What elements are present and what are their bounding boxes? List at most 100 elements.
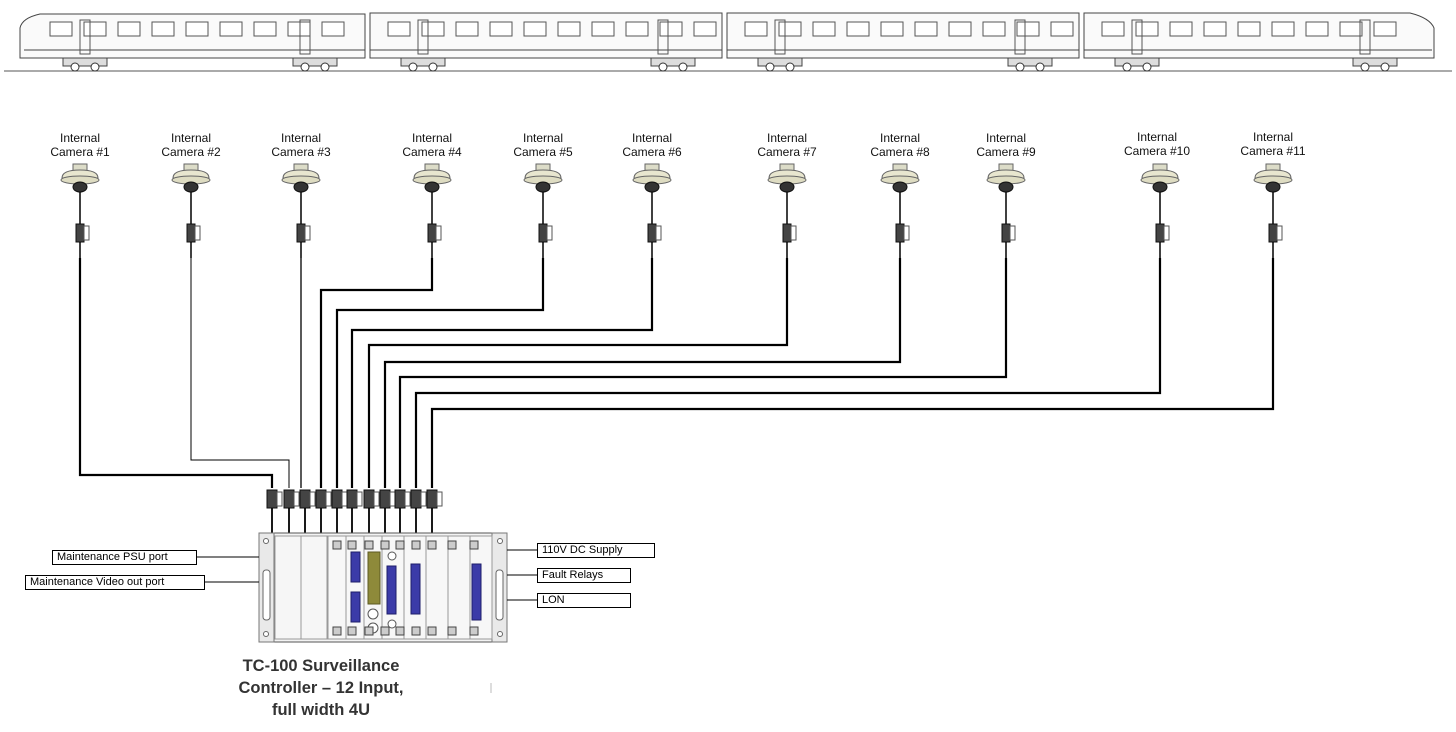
bnc-socket <box>364 626 374 636</box>
bnc-socket <box>411 540 421 550</box>
train-window <box>421 21 445 37</box>
bnc-socket <box>469 540 479 550</box>
connector-label-tag <box>404 491 411 507</box>
camera-label-4: Internal Camera #4 <box>372 131 492 159</box>
port-leader-lines <box>197 549 537 601</box>
train-window <box>744 21 768 37</box>
train-wheel <box>1380 62 1390 72</box>
train-window <box>321 21 345 37</box>
camera-label-line1: Internal <box>170 131 212 145</box>
train-wheel <box>1015 62 1025 72</box>
video-cable-6 <box>350 258 654 488</box>
camera-label-line1: Internal <box>411 131 453 145</box>
camera-lens <box>779 181 795 193</box>
camera-lens <box>183 181 199 193</box>
connector-label-tag <box>304 225 311 241</box>
connector-label-tag <box>903 225 910 241</box>
train-wheel <box>1122 62 1132 72</box>
connector-body <box>363 489 375 509</box>
bnc-socket <box>411 626 421 636</box>
connector-body <box>346 489 358 509</box>
train-bogie <box>400 57 446 67</box>
train-window <box>1271 21 1295 37</box>
train-window <box>151 21 175 37</box>
controller-caption-line1: TC-100 Surveillance <box>242 657 400 675</box>
train-window <box>1339 21 1363 37</box>
train-wheel <box>1142 62 1152 72</box>
camera-lens <box>293 181 309 193</box>
train-icon <box>4 12 1452 72</box>
connector-icon <box>1001 223 1011 243</box>
camera-label-line1: Internal <box>1136 130 1178 144</box>
train-door <box>79 19 91 55</box>
bnc-socket <box>380 540 390 550</box>
bnc-socket <box>447 540 457 550</box>
train-door <box>774 19 786 55</box>
train-window <box>1050 21 1074 37</box>
train-window <box>253 21 277 37</box>
train-window <box>1373 21 1397 37</box>
connector-body <box>299 489 311 509</box>
camera-label-5: Internal Camera #5 <box>483 131 603 159</box>
controller-input-connectors <box>266 489 443 540</box>
video-cable-2 <box>190 258 290 488</box>
train-window <box>219 21 243 37</box>
camera-label-line2: Camera #9 <box>976 145 1036 159</box>
train-window <box>693 21 717 37</box>
dome-camera-icon <box>986 163 1026 258</box>
connector-body <box>331 489 343 509</box>
connector-label-tag <box>293 491 300 507</box>
video-cable-5 <box>335 258 545 488</box>
connector-body <box>266 489 278 509</box>
dome-camera-icon <box>523 163 563 258</box>
camera-label-11: Internal Camera #11 <box>1213 130 1333 158</box>
train-door <box>1131 19 1143 55</box>
train-window <box>117 21 141 37</box>
train-window <box>557 21 581 37</box>
camera-label-line1: Internal <box>1252 130 1294 144</box>
connector-label-tag <box>546 225 553 241</box>
train-bogie <box>1114 57 1160 67</box>
camera-label-line1: Internal <box>985 131 1027 145</box>
camera-label-line2: Camera #6 <box>622 145 682 159</box>
video-cable-9 <box>398 258 1008 488</box>
video-cable-7 <box>367 258 789 488</box>
camera-label-line1: Internal <box>631 131 673 145</box>
connector-icon <box>427 223 437 243</box>
train-window <box>83 21 107 37</box>
connector-label-tag <box>1009 225 1016 241</box>
connector-label-tag <box>341 491 348 507</box>
connector-label-tag <box>790 225 797 241</box>
camera-lens <box>424 181 440 193</box>
video-cable-11 <box>430 258 1275 488</box>
connector-label-tag <box>655 225 662 241</box>
camera-row <box>60 163 1293 258</box>
train-window <box>591 21 615 37</box>
camera-lens <box>1265 181 1281 193</box>
connector-icon <box>647 223 657 243</box>
camera-label-7: Internal Camera #7 <box>727 131 847 159</box>
bnc-socket <box>469 626 479 636</box>
connector-label-tag <box>83 225 90 241</box>
connector-body <box>410 489 422 509</box>
connector-icon <box>186 223 196 243</box>
dome-camera-icon <box>1140 163 1180 258</box>
connector-label-tag <box>435 225 442 241</box>
train-window <box>455 21 479 37</box>
controller-caption-line2: Controller – 12 Input, <box>238 679 404 697</box>
camera-label-2: Internal Camera #2 <box>131 131 251 159</box>
train-wheel <box>1360 62 1370 72</box>
video-cable-10 <box>414 258 1162 488</box>
train-wheel <box>408 62 418 72</box>
camera-label-1: Internal Camera #1 <box>20 131 140 159</box>
connector-icon <box>538 223 548 243</box>
camera-label-line2: Camera #7 <box>757 145 817 159</box>
dome-camera-icon <box>880 163 920 258</box>
connector-icon <box>296 223 306 243</box>
camera-lens <box>535 181 551 193</box>
train-wheel <box>70 62 80 72</box>
camera-label-line1: Internal <box>879 131 921 145</box>
camera-lens <box>644 181 660 193</box>
